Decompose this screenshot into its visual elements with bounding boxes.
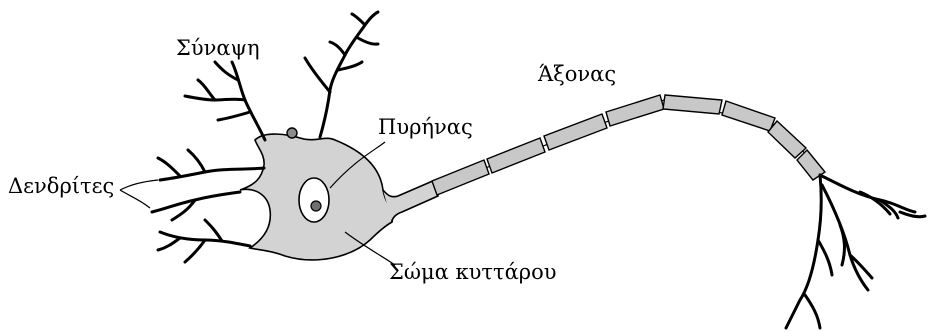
myelin-segment xyxy=(487,138,545,173)
nucleus-label: Πυρήνας xyxy=(378,117,473,138)
axon-hillock xyxy=(383,180,438,222)
myelin-sheath xyxy=(432,95,825,195)
myelin-segment xyxy=(544,114,607,150)
axon-label: Άξονας xyxy=(538,64,616,85)
myelin-segment xyxy=(663,95,722,114)
synapse-knob xyxy=(287,128,297,138)
myelin-segment xyxy=(432,160,489,195)
dendrites-leader xyxy=(120,180,158,190)
dendrites-label: Δενδρίτες xyxy=(8,176,114,197)
dendrites-leader xyxy=(120,190,150,208)
dendrites-upper xyxy=(185,12,378,140)
nucleus xyxy=(299,178,329,222)
myelin-segment xyxy=(768,121,806,158)
myelin-segment xyxy=(722,101,775,131)
myelin-segment xyxy=(606,95,664,126)
synapse-label: Σύναψη xyxy=(176,38,260,59)
nucleolus xyxy=(311,201,321,211)
axon-terminals xyxy=(786,175,925,328)
dendrites-left xyxy=(152,150,264,262)
soma-label: Σώμα κυττάρου xyxy=(389,262,557,283)
